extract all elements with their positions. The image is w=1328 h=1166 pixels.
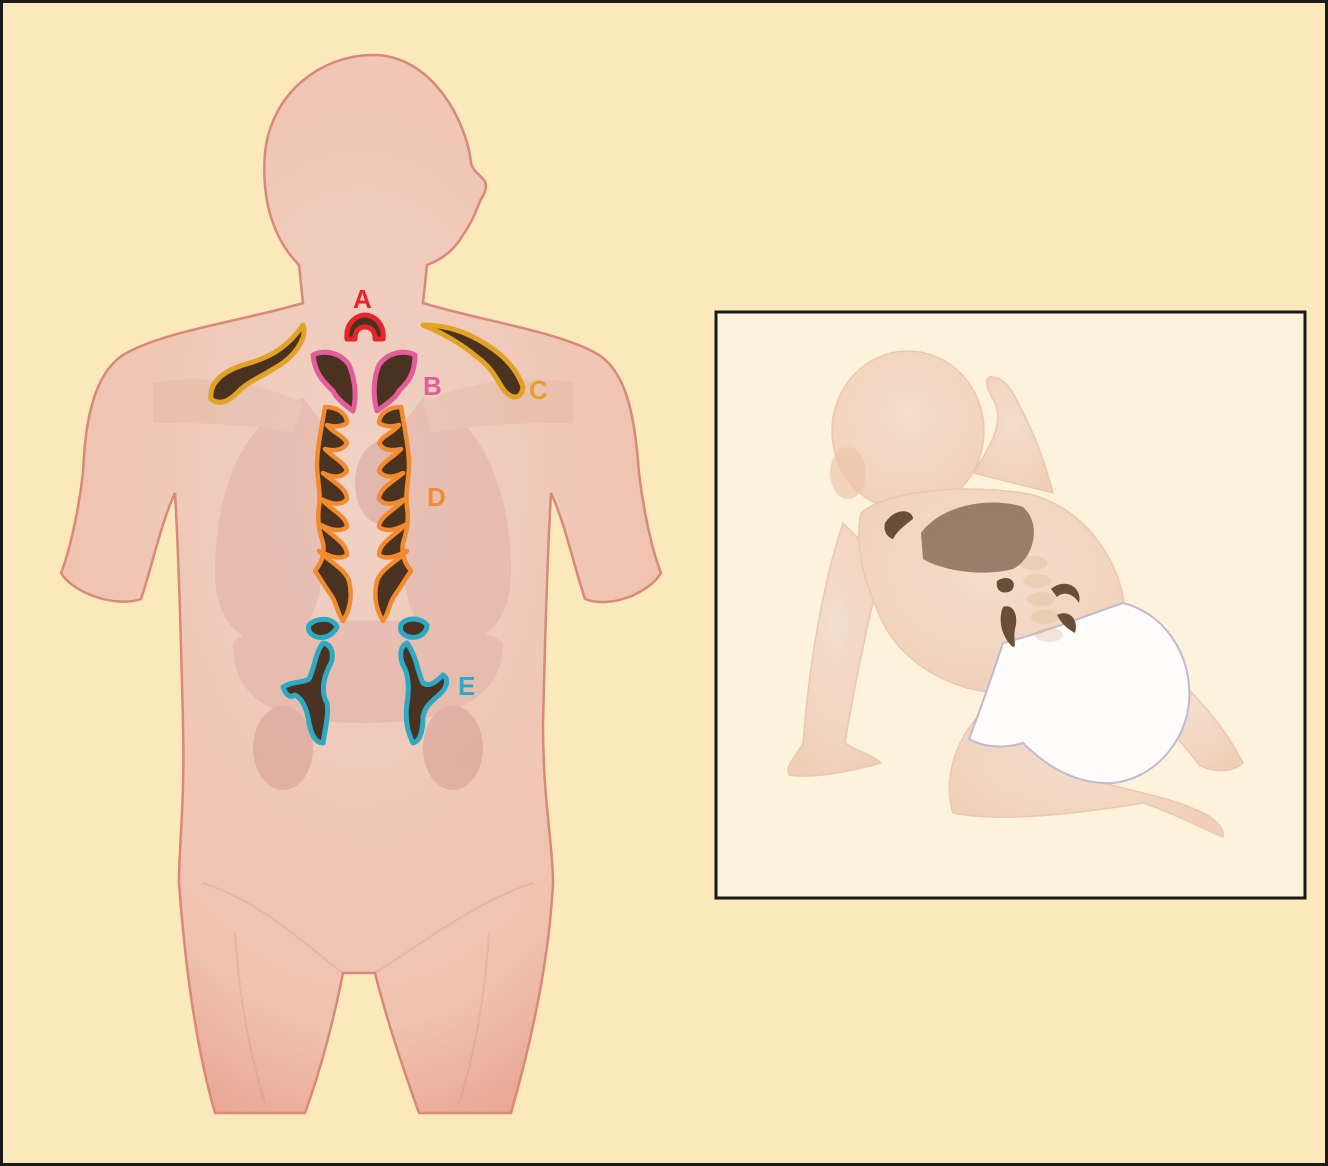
adult-torso-figure — [61, 55, 661, 1113]
adult-body-silhouette — [61, 55, 661, 1113]
label-e: E — [458, 671, 475, 701]
label-c: C — [529, 375, 548, 405]
perirenal-fat-upper-right — [400, 619, 427, 637]
label-a: A — [353, 284, 372, 314]
perirenal-fat-upper-left — [308, 619, 337, 637]
diagram-canvas: A B C D E — [3, 3, 1328, 1166]
infant-inset — [716, 312, 1305, 898]
label-b: B — [423, 371, 442, 401]
infant-perirenal-fat-a — [997, 578, 1014, 592]
label-d: D — [427, 482, 446, 512]
